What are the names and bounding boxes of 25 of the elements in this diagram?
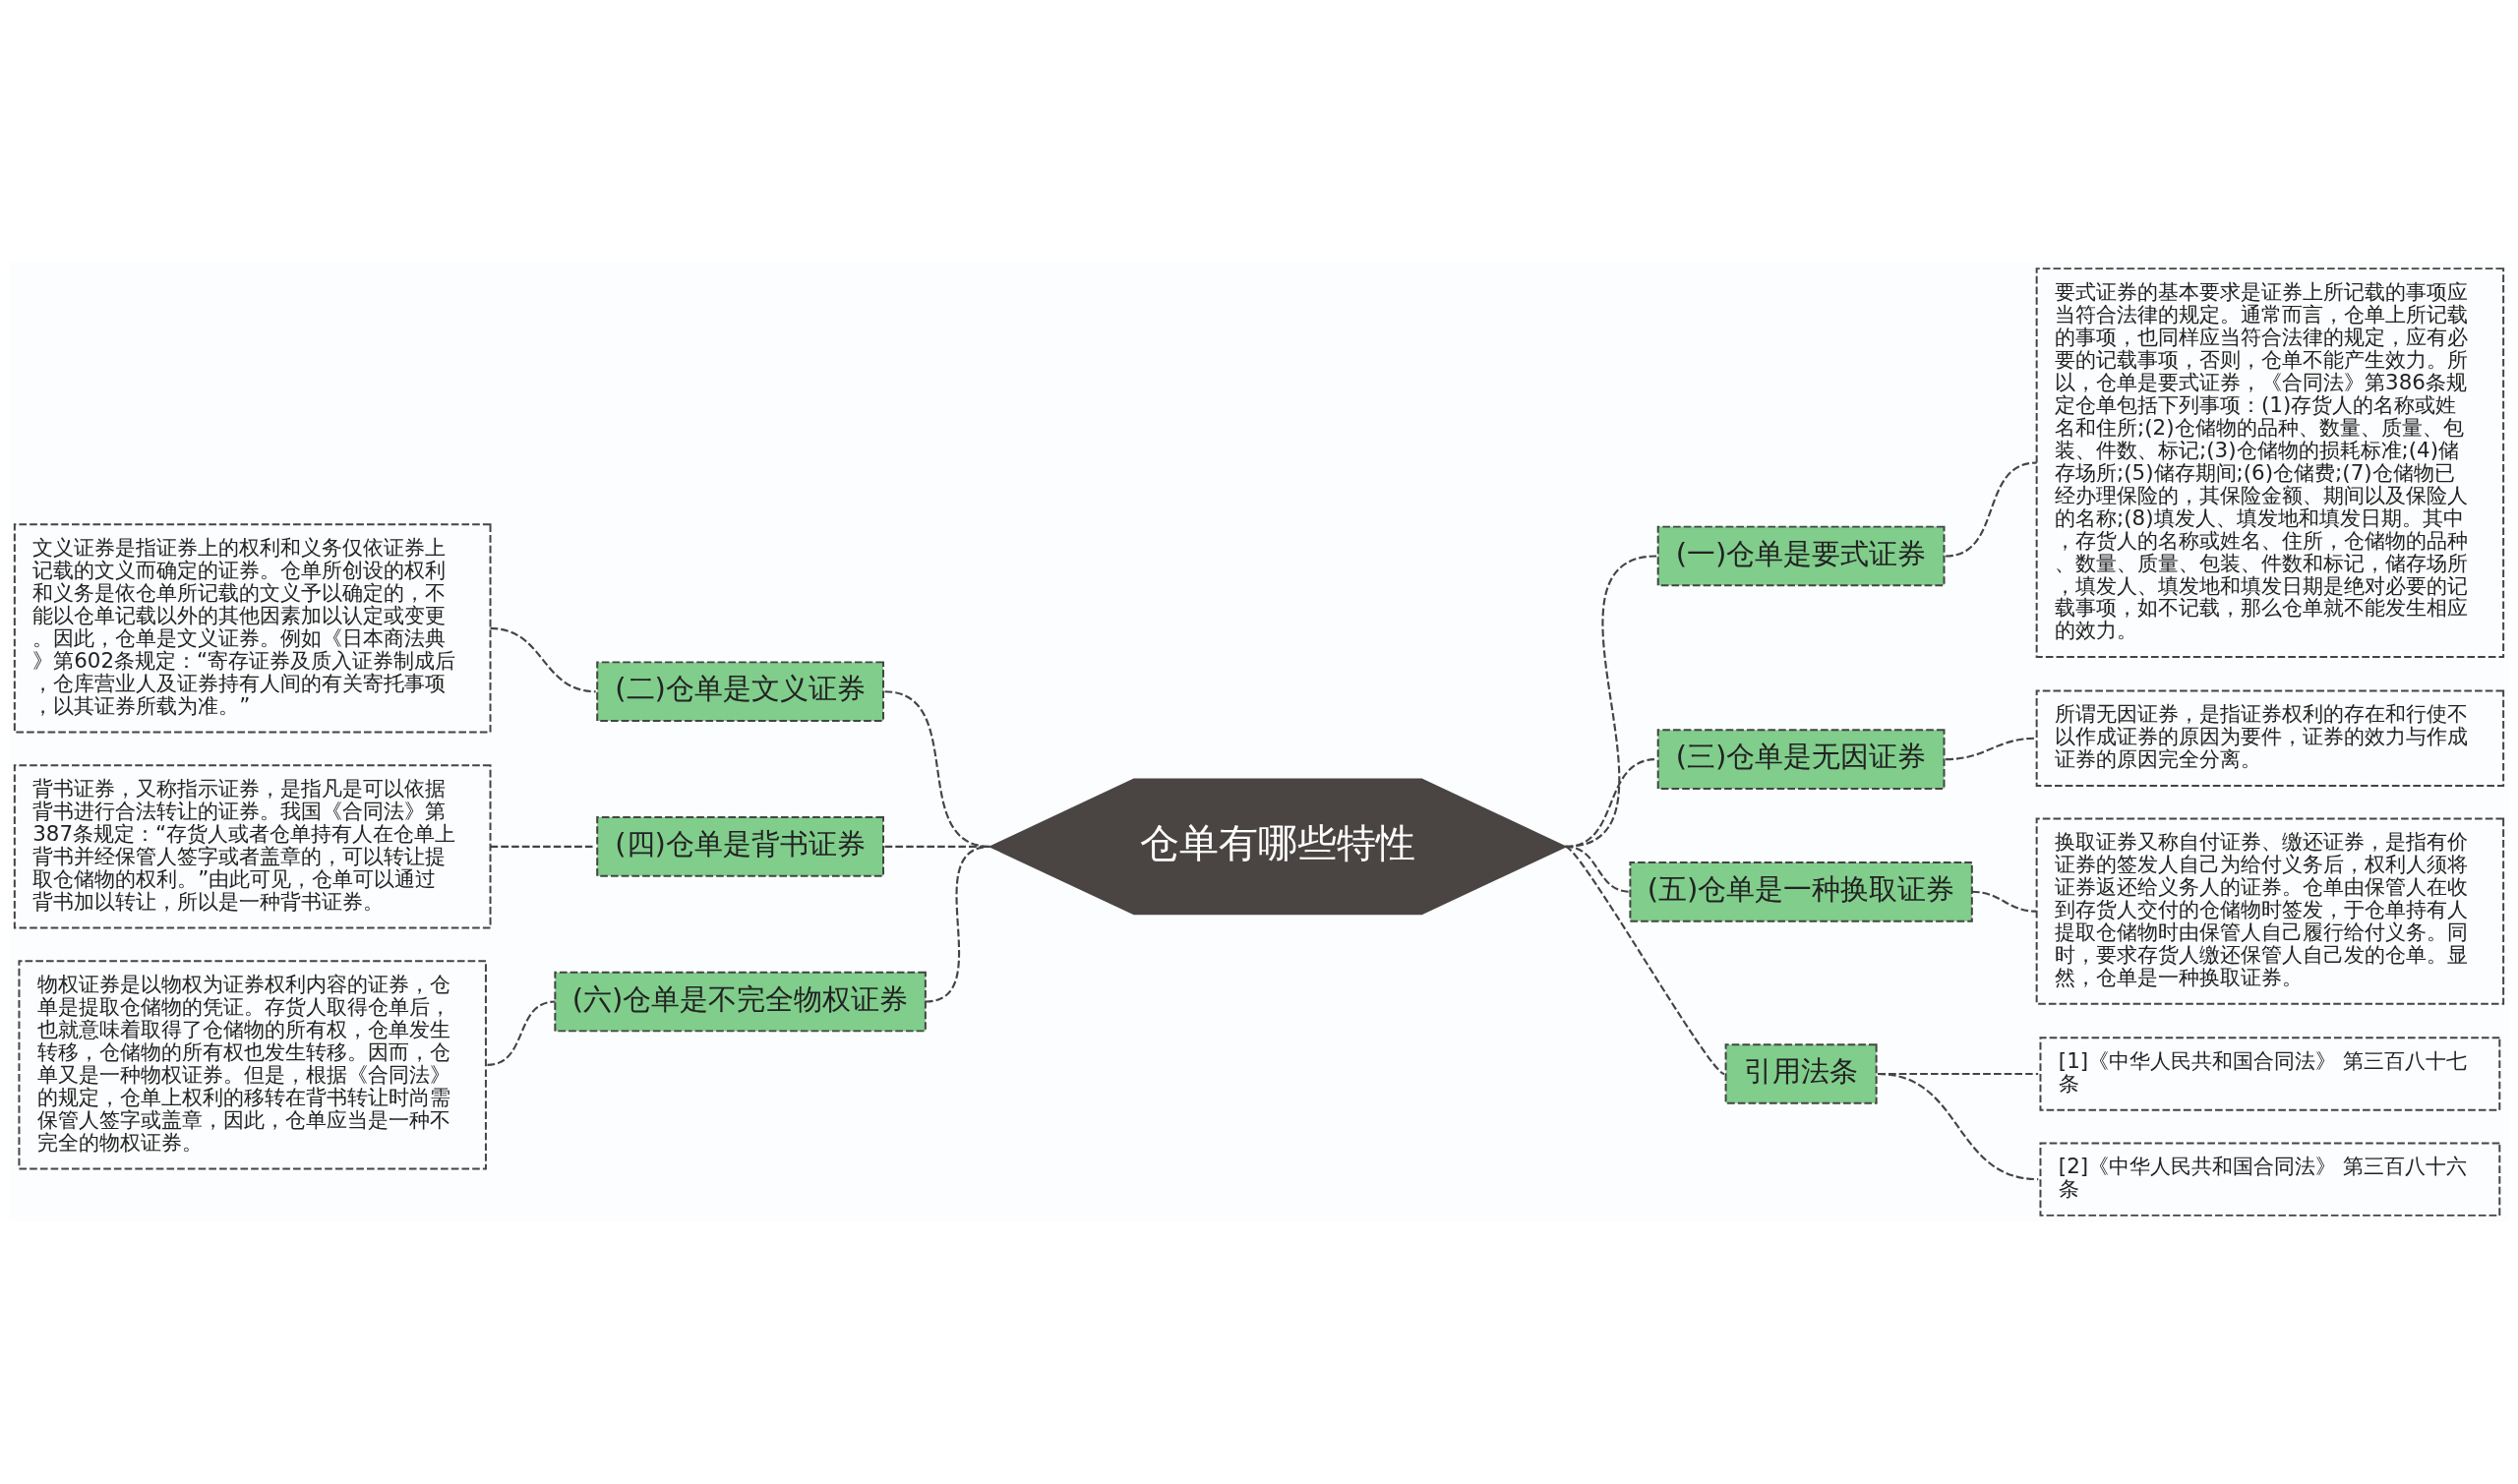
node-box: (一)仓单是要式证券 (1656, 525, 1946, 587)
node-box: (三)仓单是无因证券 (1656, 729, 1946, 790)
connector (925, 845, 990, 1003)
node-box: 所谓无因证券，是指证券权利的存在和行使不以作成证券的原因为要件，证券的效力与作成证券的原因完全分离。 (2035, 689, 2505, 787)
node-box: (四)仓单是背书证券 (596, 816, 884, 877)
connector (1971, 890, 2037, 913)
connector (1946, 737, 2037, 761)
node-box: (六)仓单是不完全物权证券 (554, 971, 927, 1033)
connector (490, 626, 596, 693)
node-box: 背书证券，又称指示证券，是指凡是可以依据背书进行合法转让的证券。我国《合同法》第387条规定：“存货人或者仓单持有人在仓单上背书并经保管人签字或者盖章的，可以转让提取仓储物的权利。”由此可见，仓单可以通过背书加以转让，所以是一种背书证券。 (13, 764, 492, 929)
connector (1878, 1072, 2039, 1181)
node-box: (二)仓单是文义证券 (596, 661, 884, 723)
node-box: 文义证券是指证券上的权利和义务仅依证券上记载的文义而确定的证券。仓单所创设的权利和义务是依仓单所记载的文义予以确定的，不能以仓单记载以外的其他因素加以认定或变更。因此，仓单是文义证券。例如《日本商法典》第602条规定：“寄存证券及质入证券制成后，仓库营业人及证券持有人间的有关寄托事项，以其证券所载为准。” (13, 523, 492, 734)
node-box: 物权证券是以物权为证券权利内容的证券，仓单是提取仓储物的凭证。存货人取得仓单后，也就意味着取得了仓储物的所有权，仓单发生转移，仓储物的所有权也发生转移。因而，仓单又是一种物权证券。但是，根据《合同法》的规定，仓单上权利的移转在背书转让时尚需保管人签字或盖章，因此，仓单应当是一种不完全的物权证券。 (18, 960, 487, 1170)
connector (1564, 846, 1725, 1075)
connector (1945, 461, 2037, 558)
node-box: [1]《中华人民共和国合同法》 第三百八十七条 (2039, 1037, 2501, 1111)
connector (487, 1000, 556, 1066)
node-box: (五)仓单是一种换取证券 (1629, 861, 1973, 922)
connector (490, 845, 596, 848)
connector (1565, 845, 1631, 893)
node-box: 要式证券的基本要求是证券上所记载的事项应当符合法律的规定。通常而言，仓单上所记载的事项，也同样应当符合法律的规定，应有必要的记载事项，否则，仓单不能产生效力。所以，仓单是要式证券，《合同法》第386条规定仓单包括下列事项：(1)存货人的名称或姓名和住所;(2)仓储物的品种、数量、质量、包装、件数、标记;(3)仓储物的损耗标准;(4)储存场所;(5)储存期间;(6)仓储费;(7)仓储物已经办理保险的，其保险金额、期间以及保险人的名称;(8)填发人、填发地和填发日期。其中，存货人的名称或姓名、住所，仓储物的品种、数量、质量、包装、件数和标记，储存场所，填发人、填发地和填发日期是绝对必要的记载事项，如不记载，那么仓单就不能发生相应的效力。 (2035, 267, 2505, 658)
node-box: 引用法条 (1724, 1043, 1878, 1104)
node-box: 换取证券又称自付证券、缴还证券，是指有价证券的签发人自己为给付义务后，权利人须将证券返还给义务人的证券。仓单由保管人在收到存货人交付的仓储物时签发，于仓单持有人提取仓储物时由保管人自己履行给付义务。同时，要求存货人缴还保管人自己发的仓单。显然，仓单是一种换取证券。 (2035, 817, 2505, 1005)
node-box: [2]《中华人民共和国合同法》 第三百八十六条 (2039, 1142, 2501, 1217)
